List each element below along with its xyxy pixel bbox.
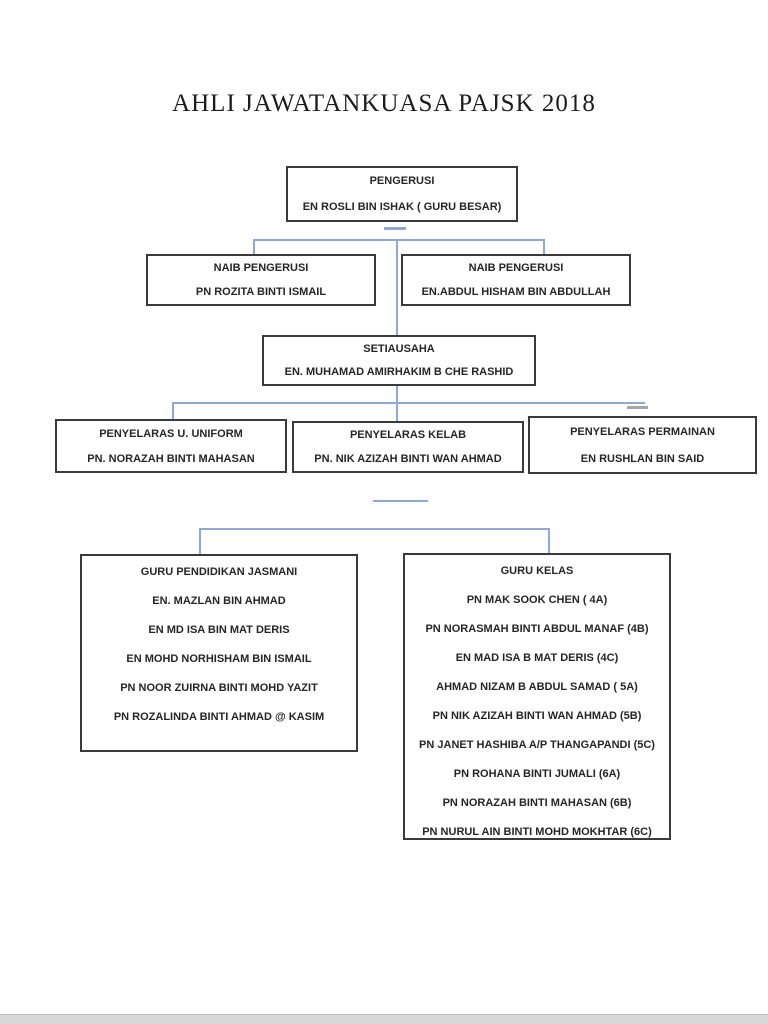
- member-name: EN ROSLI BIN ISHAK ( GURU BESAR): [302, 201, 502, 213]
- member-name: EN MAD ISA B MAT DERIS (4C): [455, 651, 619, 664]
- connector-v-naib-right: [543, 239, 545, 256]
- org-box-penyelaras-permainan: PENYELARAS PERMAINAN EN RUSHLAN BIN SAID: [528, 416, 757, 474]
- org-box-setiausaha: SETIAUSAHA EN. MUHAMAD AMIRHAKIM B CHE R…: [262, 335, 536, 386]
- role-label: NAIB PENGERUSI: [468, 262, 564, 274]
- connector-stub-pengerusi: [384, 227, 406, 230]
- org-box-penyelaras-kelab: PENYELARAS KELAB PN. NIK AZIZAH BINTI WA…: [292, 421, 524, 473]
- org-box-naib-pengerusi-right: NAIB PENGERUSI EN.ABDUL HISHAM BIN ABDUL…: [401, 254, 631, 306]
- connector-v-uniform: [172, 402, 174, 420]
- org-box-guru-kelas: GURU KELAS PN MAK SOOK CHEN ( 4A) PN NOR…: [403, 553, 671, 840]
- org-box-penyelaras-u-uniform: PENYELARAS U. UNIFORM PN. NORAZAH BINTI …: [55, 419, 287, 473]
- member-name: EN MD ISA BIN MAT DERIS: [148, 623, 290, 636]
- role-label: PENYELARAS U. UNIFORM: [99, 427, 243, 440]
- member-name: PN NORAZAH BINTI MAHASAN (6B): [442, 796, 632, 809]
- connector-h-naib: [253, 239, 545, 241]
- connector-v-kelab: [396, 402, 398, 422]
- member-name: EN.ABDUL HISHAM BIN ABDULLAH: [421, 286, 611, 298]
- role-label: NAIB PENGERUSI: [213, 262, 309, 274]
- org-box-pengerusi: PENGERUSI EN ROSLI BIN ISHAK ( GURU BESA…: [286, 166, 518, 222]
- connector-gray-dash-permainan: [627, 406, 648, 409]
- member-name: EN MOHD NORHISHAM BIN ISMAIL: [126, 652, 312, 665]
- member-name: PN. NIK AZIZAH BINTI WAN AHMAD: [314, 453, 502, 465]
- member-name: PN ROZALINDA BINTI AHMAD @ KASIM: [113, 710, 325, 723]
- page-bottom-edge: [0, 1014, 768, 1024]
- member-name: PN NIK AZIZAH BINTI WAN AHMAD (5B): [432, 709, 642, 722]
- member-name: EN. MAZLAN BIN AHMAD: [152, 594, 286, 607]
- org-box-naib-pengerusi-left: NAIB PENGERUSI PN ROZITA BINTI ISMAIL: [146, 254, 376, 306]
- member-name: PN JANET HASHIBA A/P THANGAPANDI (5C): [419, 738, 655, 751]
- page-title: AHLI JAWATANKUASA PAJSK 2018: [172, 90, 596, 117]
- connector-v-guru-left: [199, 528, 201, 554]
- org-box-guru-pendidikan-jasmani: GURU PENDIDIKAN JASMANI EN. MAZLAN BIN A…: [80, 554, 358, 752]
- role-label: GURU KELAS: [500, 564, 574, 577]
- connector-v-to-setiausaha: [396, 239, 398, 336]
- role-label: PENGERUSI: [369, 175, 435, 187]
- member-name: PN NORASMAH BINTI ABDUL MANAF (4B): [425, 622, 649, 635]
- member-name: EN. MUHAMAD AMIRHAKIM B CHE RASHID: [284, 366, 514, 379]
- member-name: AHMAD NIZAM B ABDUL SAMAD ( 5A): [436, 680, 638, 693]
- connector-v-guru-right: [548, 528, 550, 553]
- connector-h-penyelaras: [172, 402, 645, 404]
- member-name: PN MAK SOOK CHEN ( 4A): [466, 593, 608, 606]
- member-name: EN RUSHLAN BIN SAID: [580, 452, 705, 465]
- member-name: PN NOOR ZUIRNA BINTI MOHD YAZIT: [120, 681, 318, 694]
- connector-stub-kelab: [373, 500, 428, 502]
- role-label: GURU PENDIDIKAN JASMANI: [140, 565, 298, 578]
- role-label: PENYELARAS PERMAINAN: [570, 425, 715, 438]
- member-name: PN ROHANA BINTI JUMALI (6A): [453, 767, 621, 780]
- connector-h-guru: [199, 528, 550, 530]
- member-name: PN. NORAZAH BINTI MAHASAN: [87, 452, 255, 465]
- role-label: PENYELARAS KELAB: [349, 429, 467, 441]
- connector-v-naib-left: [253, 239, 255, 256]
- connector-v-from-setiausaha: [396, 386, 398, 404]
- member-name: PN ROZITA BINTI ISMAIL: [195, 286, 327, 298]
- member-name: PN NURUL AIN BINTI MOHD MOKHTAR (6C): [422, 825, 652, 838]
- role-label: SETIAUSAHA: [363, 342, 435, 355]
